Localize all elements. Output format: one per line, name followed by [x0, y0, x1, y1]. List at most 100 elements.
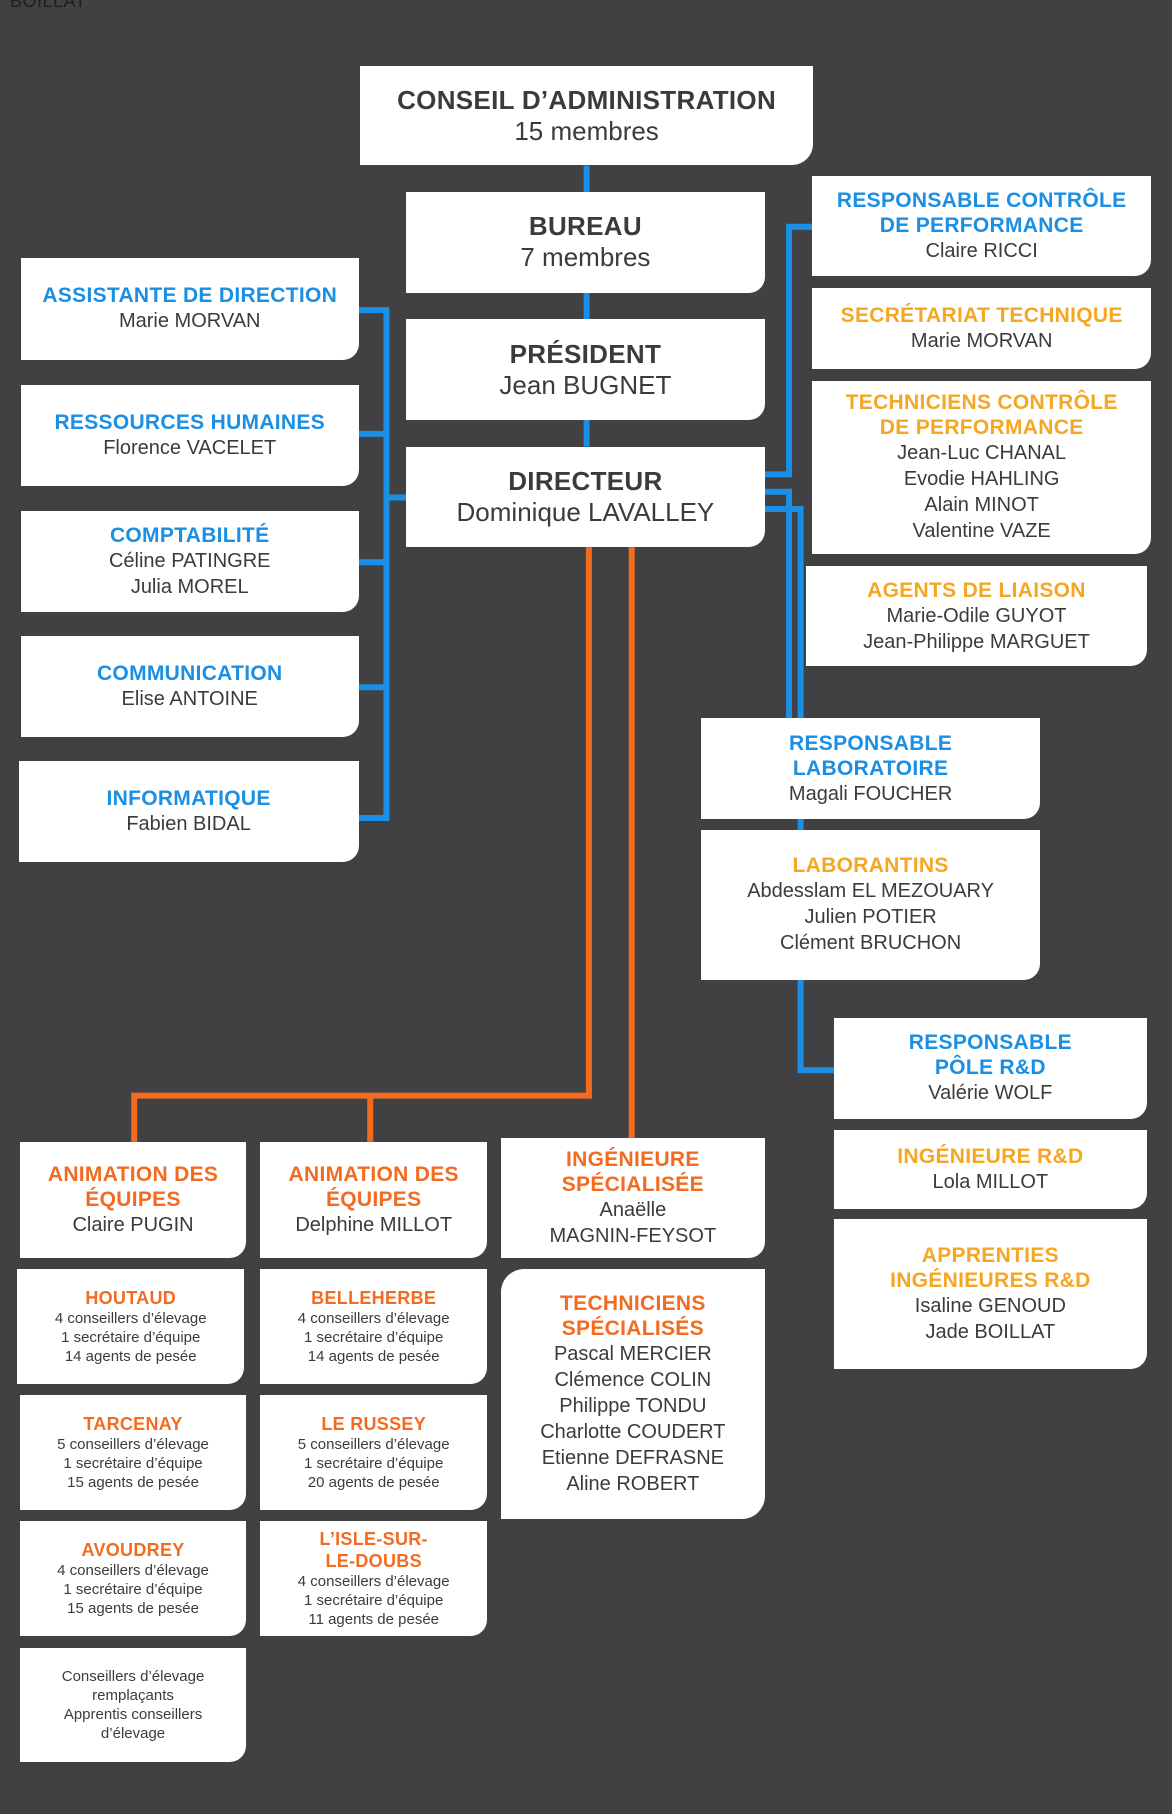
node-title: PÔLE R&D — [934, 1056, 1046, 1080]
node-member: 1 secrétaire d’équipe — [63, 1455, 203, 1473]
node-member: Jean-Luc CHANAL — [897, 442, 1067, 465]
node-title: DE PERFORMANCE — [879, 214, 1084, 238]
node-member: Clément BRUCHON — [780, 932, 962, 955]
node-member: Magali FOUCHER — [788, 782, 953, 805]
node-member: Fabien BIDAL — [126, 813, 251, 836]
node-title: PRÉSIDENT — [509, 338, 662, 369]
line-labo-trunk — [764, 488, 793, 719]
node-member: 5 conseillers d’élevage — [57, 1436, 209, 1454]
node-member: 1 secrétaire d’équipe — [304, 1592, 444, 1610]
node-title: ÉQUIPES — [325, 1187, 422, 1211]
node-member: 4 conseillers d’élevage — [54, 1309, 207, 1327]
node-member: 11 agents de pesée — [308, 1611, 440, 1629]
node-member: Jean BUGNET — [499, 369, 672, 400]
node-member: Isaline GENOUD — [914, 1295, 1066, 1318]
node-title: AVOUDREY — [81, 1540, 185, 1561]
node-title: LE-DOUBS — [325, 1551, 422, 1572]
node-title: ÉQUIPES — [85, 1187, 181, 1211]
node-member: 15 membres — [514, 115, 659, 146]
node-title: BUREAU — [528, 211, 642, 242]
node-member: Céline PATINGRE — [108, 550, 271, 573]
node-member: Valérie WOLF — [928, 1082, 1053, 1105]
node-title: INGÉNIEURE R&D — [897, 1145, 1084, 1169]
node-title: COMPTABILITÉ — [109, 524, 270, 548]
node-title: TECHNICIENS CONTRÔLE — [845, 391, 1118, 415]
node-member: Evodie HAHLING — [903, 468, 1060, 491]
node-member: Marie MORVAN — [118, 310, 261, 333]
node-member: Claire RICCI — [925, 240, 1038, 263]
line-resp-controle — [764, 223, 813, 478]
node-title: AGENTS DE LIAISON — [867, 578, 1086, 602]
node-member: 1 secrétaire d’équipe — [63, 1581, 203, 1599]
node-title: LABORATOIRE — [792, 756, 949, 780]
node-title: COMMUNICATION — [96, 662, 283, 686]
node-member: Julien POTIER — [804, 906, 937, 929]
node-title: RESPONSABLE — [908, 1031, 1072, 1055]
node-member: Conseillers d’élevage — [61, 1667, 205, 1685]
node-member: Lola MILLOT — [932, 1171, 1049, 1194]
node-member: Elise ANTOINE — [121, 688, 258, 711]
node-member: 4 conseillers d’élevage — [297, 1573, 450, 1591]
node-member: Philippe TONDU — [559, 1395, 707, 1418]
node-member: Claire PUGIN — [72, 1213, 194, 1236]
node-title: SPÉCIALISÉS — [561, 1317, 704, 1341]
node-member: d’élevage — [100, 1724, 166, 1742]
node-title: INFORMATIQUE — [106, 787, 271, 811]
node-title: RESPONSABLE CONTRÔLE — [836, 189, 1127, 213]
node-member: Valentine VAZE — [912, 520, 1051, 543]
node-member: remplaçants — [92, 1686, 174, 1704]
node-member: Clémence COLIN — [554, 1369, 712, 1392]
node-member: 20 agents de pesée — [307, 1474, 440, 1492]
node-member: 1 secrétaire d’équipe — [61, 1328, 201, 1346]
node-member: Charlotte COUDERT — [540, 1421, 726, 1444]
node-title: INGÉNIEURE — [566, 1148, 700, 1172]
node-member: Abdesslam EL MEZOUARY — [747, 880, 994, 903]
node-member: Pascal MERCIER — [553, 1343, 712, 1366]
node-member: 7 membres — [520, 242, 651, 273]
node-title: TECHNICIENS — [560, 1292, 706, 1316]
node-member: Dominique LAVALLEY — [456, 496, 715, 527]
node-member: Jade BOILLAT — [925, 1321, 1056, 1344]
node-title: INGÉNIEURES R&D — [890, 1269, 1091, 1293]
node-title: ASSISTANTE DE DIRECTION — [42, 284, 338, 308]
node-title: RESSOURCES HUMAINES — [54, 411, 326, 435]
node-member: Alain MINOT — [924, 494, 1039, 517]
node-title: SECRÉTARIAT TECHNIQUE — [840, 304, 1123, 328]
node-member: 4 conseillers d’élevage — [57, 1562, 209, 1580]
node-member: Jean-Philippe MARGUET — [863, 630, 1090, 653]
node-member: Marie-Odile GUYOT — [886, 604, 1067, 627]
node-member: Aline ROBERT — [566, 1473, 700, 1496]
node-member: Florence VACELET — [103, 437, 277, 460]
node-member: 15 agents de pesée — [67, 1474, 199, 1492]
node-member: Etienne DEFRASNE — [541, 1447, 724, 1470]
node-title: CONSEIL D’ADMINISTRATION — [397, 84, 777, 115]
node-member: 14 agents de pesée — [307, 1347, 440, 1365]
node-member: 1 secrétaire d’équipe — [304, 1328, 444, 1346]
node-title: ANIMATION DES — [288, 1162, 459, 1186]
node-title: APPRENTIES — [921, 1244, 1059, 1268]
